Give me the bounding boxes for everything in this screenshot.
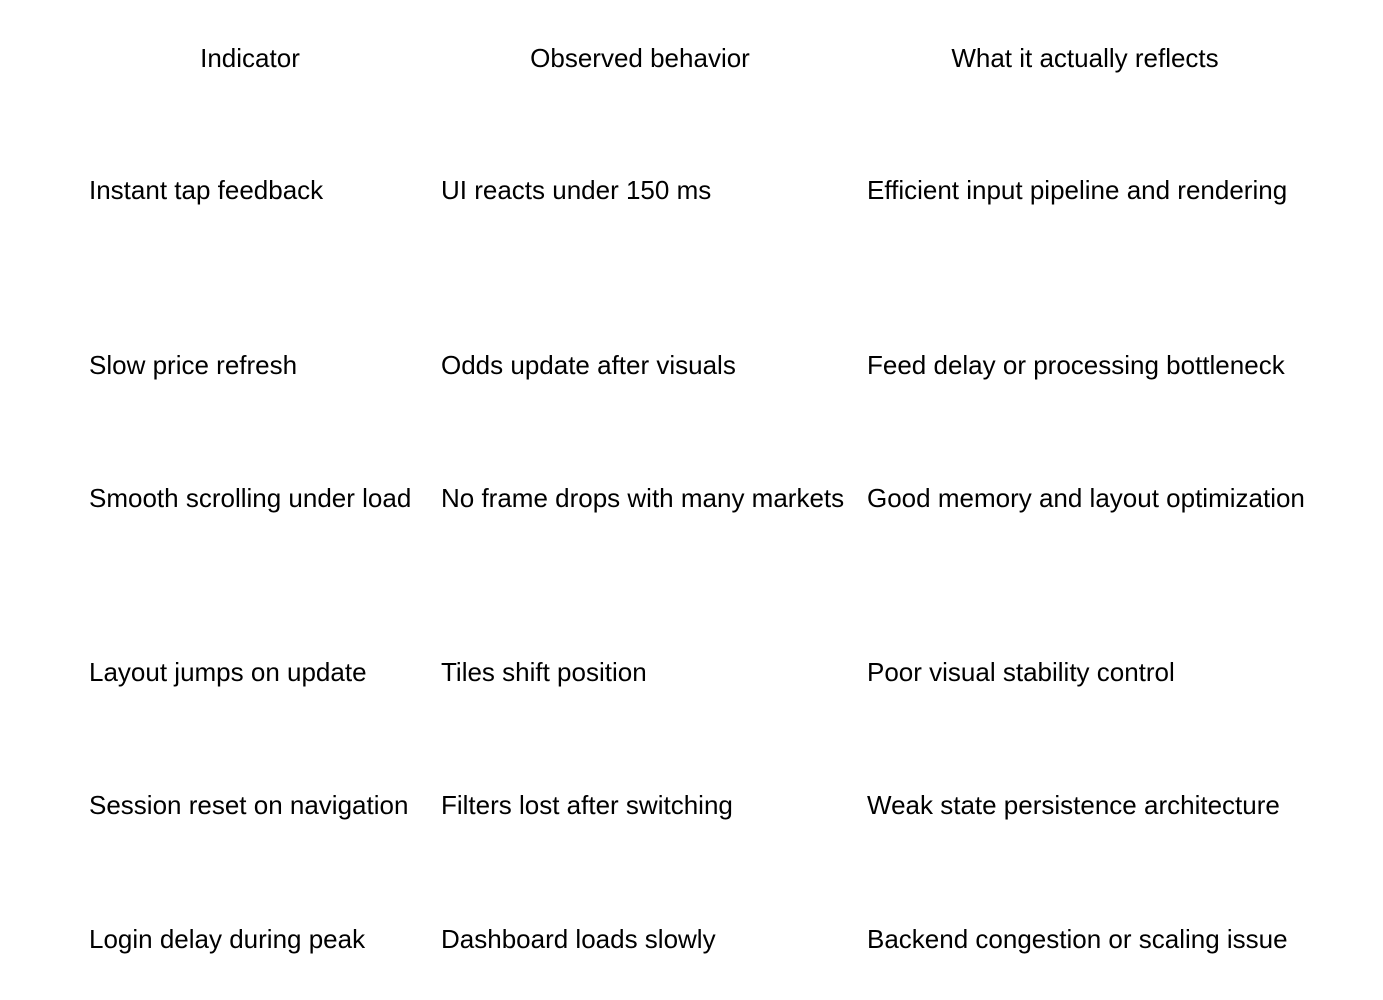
observed-behavior-cell: Tiles shift position [441,657,647,687]
observed-behavior-cell: Odds update after visuals [441,350,736,380]
indicator-cell: Session reset on navigation [89,790,409,820]
observed-behavior-cell: Dashboard loads slowly [441,924,716,954]
reflects-cell: Poor visual stability control [867,657,1175,687]
observed-behavior-cell: UI reacts under 150 ms [441,175,712,205]
observed-behavior-cell: Filters lost after switching [441,790,733,820]
reflects-cell: Feed delay or processing bottleneck [867,350,1285,380]
reflects-cell: Weak state persistence architecture [867,790,1280,820]
header-observed-behavior: Observed behavior [530,43,750,73]
reflects-cell: Backend congestion or scaling issue [867,924,1288,954]
indicator-cell: Smooth scrolling under load [89,483,412,513]
reflects-cell: Efficient input pipeline and rendering [867,175,1288,205]
table-header-row: Indicator Observed behavior What it actu… [0,40,1383,80]
header-indicator: Indicator [200,43,300,73]
reflects-cell: Good memory and layout optimization [867,483,1305,513]
indicator-cell: Layout jumps on update [89,657,367,687]
header-what-it-reflects: What it actually reflects [951,43,1219,73]
indicator-cell: Slow price refresh [89,350,298,380]
observed-behavior-cell: No frame drops with many markets [441,483,845,513]
indicator-cell: Login delay during peak [89,924,366,954]
indicator-cell: Instant tap feedback [89,175,324,205]
